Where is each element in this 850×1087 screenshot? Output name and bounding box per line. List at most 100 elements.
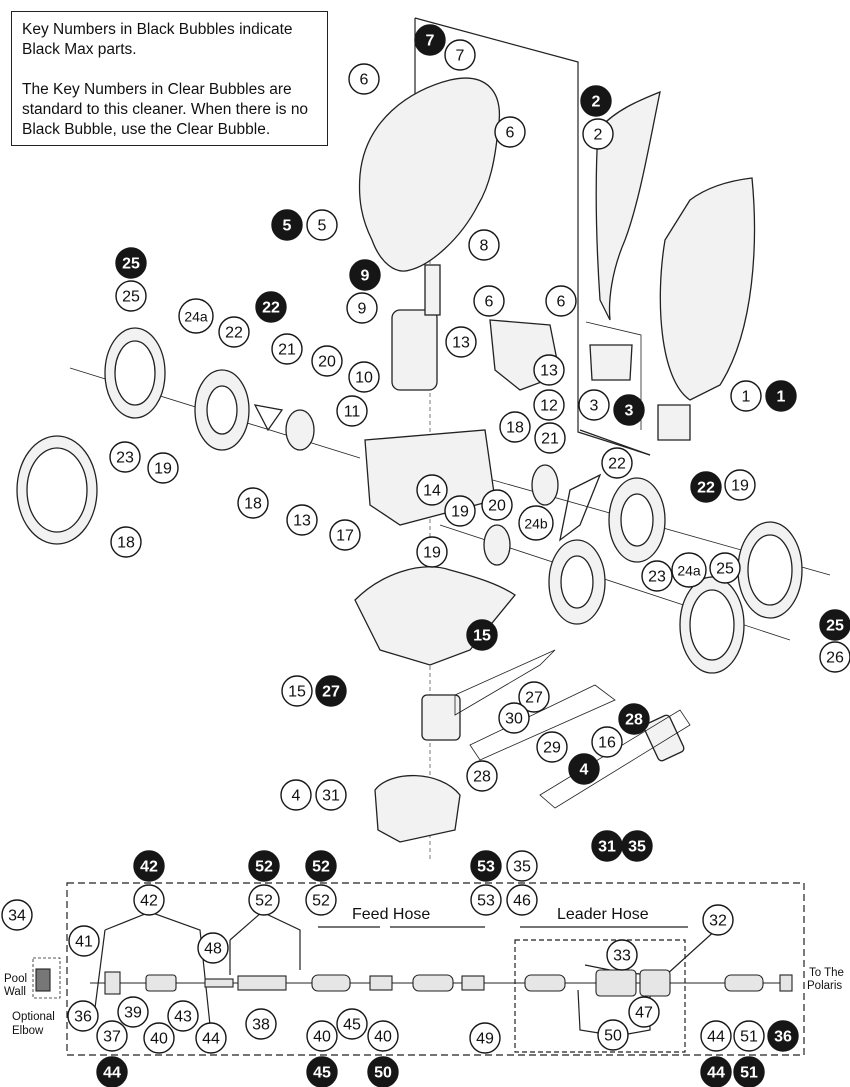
callout-number: 52 (255, 859, 273, 876)
callout-number: 31 (322, 788, 340, 805)
clear-callout-52: 52 (248, 884, 280, 916)
clear-callout-4: 4 (280, 779, 312, 811)
callout-number: 6 (360, 72, 369, 89)
callout-number: 36 (774, 1029, 792, 1046)
clear-callout-13: 13 (445, 326, 477, 358)
clear-callout-27: 27 (518, 681, 550, 713)
callout-number: 42 (140, 859, 158, 876)
callout-number: 9 (361, 268, 370, 285)
callout-number: 48 (204, 941, 222, 958)
hose-fitting (104, 971, 121, 995)
bag-collar (657, 404, 691, 441)
clear-callout-48: 48 (197, 932, 229, 964)
clear-callout-19: 19 (444, 495, 476, 527)
gear-right-1 (531, 464, 559, 506)
gear-right-2 (483, 524, 511, 566)
callout-number: 34 (8, 908, 26, 925)
callout-number: 3 (625, 403, 634, 420)
elbow-fitting (35, 968, 51, 992)
clear-callout-29: 29 (536, 731, 568, 763)
leader-inner-box (514, 939, 686, 1053)
clear-callout-32: 32 (702, 904, 734, 936)
clear-callout-6: 6 (473, 285, 505, 317)
clear-callout-25: 25 (709, 552, 741, 584)
callout-number: 25 (826, 618, 844, 635)
clear-callout-44: 44 (700, 1020, 732, 1052)
callout-number: 37 (103, 1029, 121, 1046)
callout-number: 46 (513, 893, 531, 910)
clear-callout-50: 50 (597, 1019, 629, 1051)
callout-number: 13 (293, 513, 311, 530)
black-callout-50: 50 (367, 1056, 399, 1087)
callout-number: 38 (252, 1017, 270, 1034)
callout-number: 24a (184, 309, 208, 325)
callout-number: 24a (677, 563, 701, 579)
callout-number: 52 (312, 859, 330, 876)
backup-valve (421, 694, 461, 741)
callout-number: 51 (740, 1065, 758, 1082)
callout-number: 3 (590, 398, 599, 415)
pool-wall-label-1: Pool (4, 973, 28, 985)
callout-number: 2 (592, 94, 601, 111)
clear-callout-19: 19 (147, 452, 179, 484)
callout-number: 1 (742, 389, 751, 406)
callout-number: 8 (480, 238, 489, 255)
callout-number: 18 (506, 420, 524, 437)
clear-callout-52: 52 (305, 884, 337, 916)
callout-number: 40 (313, 1029, 331, 1046)
callout-number: 25 (122, 256, 140, 273)
black-callout-9: 9 (349, 259, 381, 291)
clear-callout-23: 23 (641, 560, 673, 592)
callout-number: 4 (292, 788, 301, 805)
callout-number: 19 (423, 545, 441, 562)
callout-number: 22 (697, 480, 715, 497)
callout-number: 15 (473, 628, 491, 645)
black-callout-31: 31 (591, 830, 623, 862)
callout-number: 31 (598, 839, 616, 856)
belt-right (559, 473, 602, 542)
clear-callout-34: 34 (1, 899, 33, 931)
callout-number: 49 (476, 1031, 494, 1048)
clear-callout-13: 13 (533, 354, 565, 386)
clear-callout-21: 21 (271, 333, 303, 365)
clear-callout-44: 44 (195, 1022, 227, 1054)
clear-callout-6: 6 (545, 285, 577, 317)
elbow-box (32, 957, 61, 999)
clear-callout-49: 49 (469, 1022, 501, 1054)
callout-number: 15 (288, 684, 306, 701)
callout-number: 10 (355, 370, 373, 387)
clear-callout-11: 11 (336, 395, 368, 427)
clear-callout-25: 25 (115, 280, 147, 312)
black-callout-35: 35 (621, 830, 653, 862)
clear-callout-3: 3 (578, 389, 610, 421)
callout-number: 23 (648, 569, 666, 586)
clear-callout-20: 20 (311, 345, 343, 377)
clear-callout-23: 23 (109, 441, 141, 473)
callout-number: 21 (278, 342, 296, 359)
callout-number: 30 (505, 711, 523, 728)
bag-small (595, 90, 661, 321)
clear-callout-22: 22 (218, 316, 250, 348)
clear-callout-22: 22 (601, 447, 633, 479)
clear-callout-8: 8 (468, 229, 500, 261)
clear-callout-31: 31 (315, 779, 347, 811)
clear-callout-41: 41 (68, 925, 100, 957)
black-callout-5: 5 (271, 209, 303, 241)
callout-number: 29 (543, 740, 561, 757)
black-callout-7: 7 (414, 24, 446, 56)
callout-number: 13 (452, 335, 470, 352)
callout-number: 19 (731, 478, 749, 495)
collar (589, 344, 633, 381)
callout-number: 40 (150, 1031, 168, 1048)
clear-callout-24b: 24b (518, 505, 554, 541)
black-callout-44: 44 (96, 1056, 128, 1087)
clear-callout-5: 5 (306, 209, 338, 241)
black-callout-53: 53 (470, 850, 502, 882)
clear-callout-38: 38 (245, 1008, 277, 1040)
callout-number: 33 (613, 948, 631, 965)
clear-callout-9: 9 (346, 292, 378, 324)
callout-number: 50 (604, 1028, 622, 1045)
clear-callout-53: 53 (470, 884, 502, 916)
clear-callout-46: 46 (506, 884, 538, 916)
callout-number: 5 (318, 218, 327, 235)
